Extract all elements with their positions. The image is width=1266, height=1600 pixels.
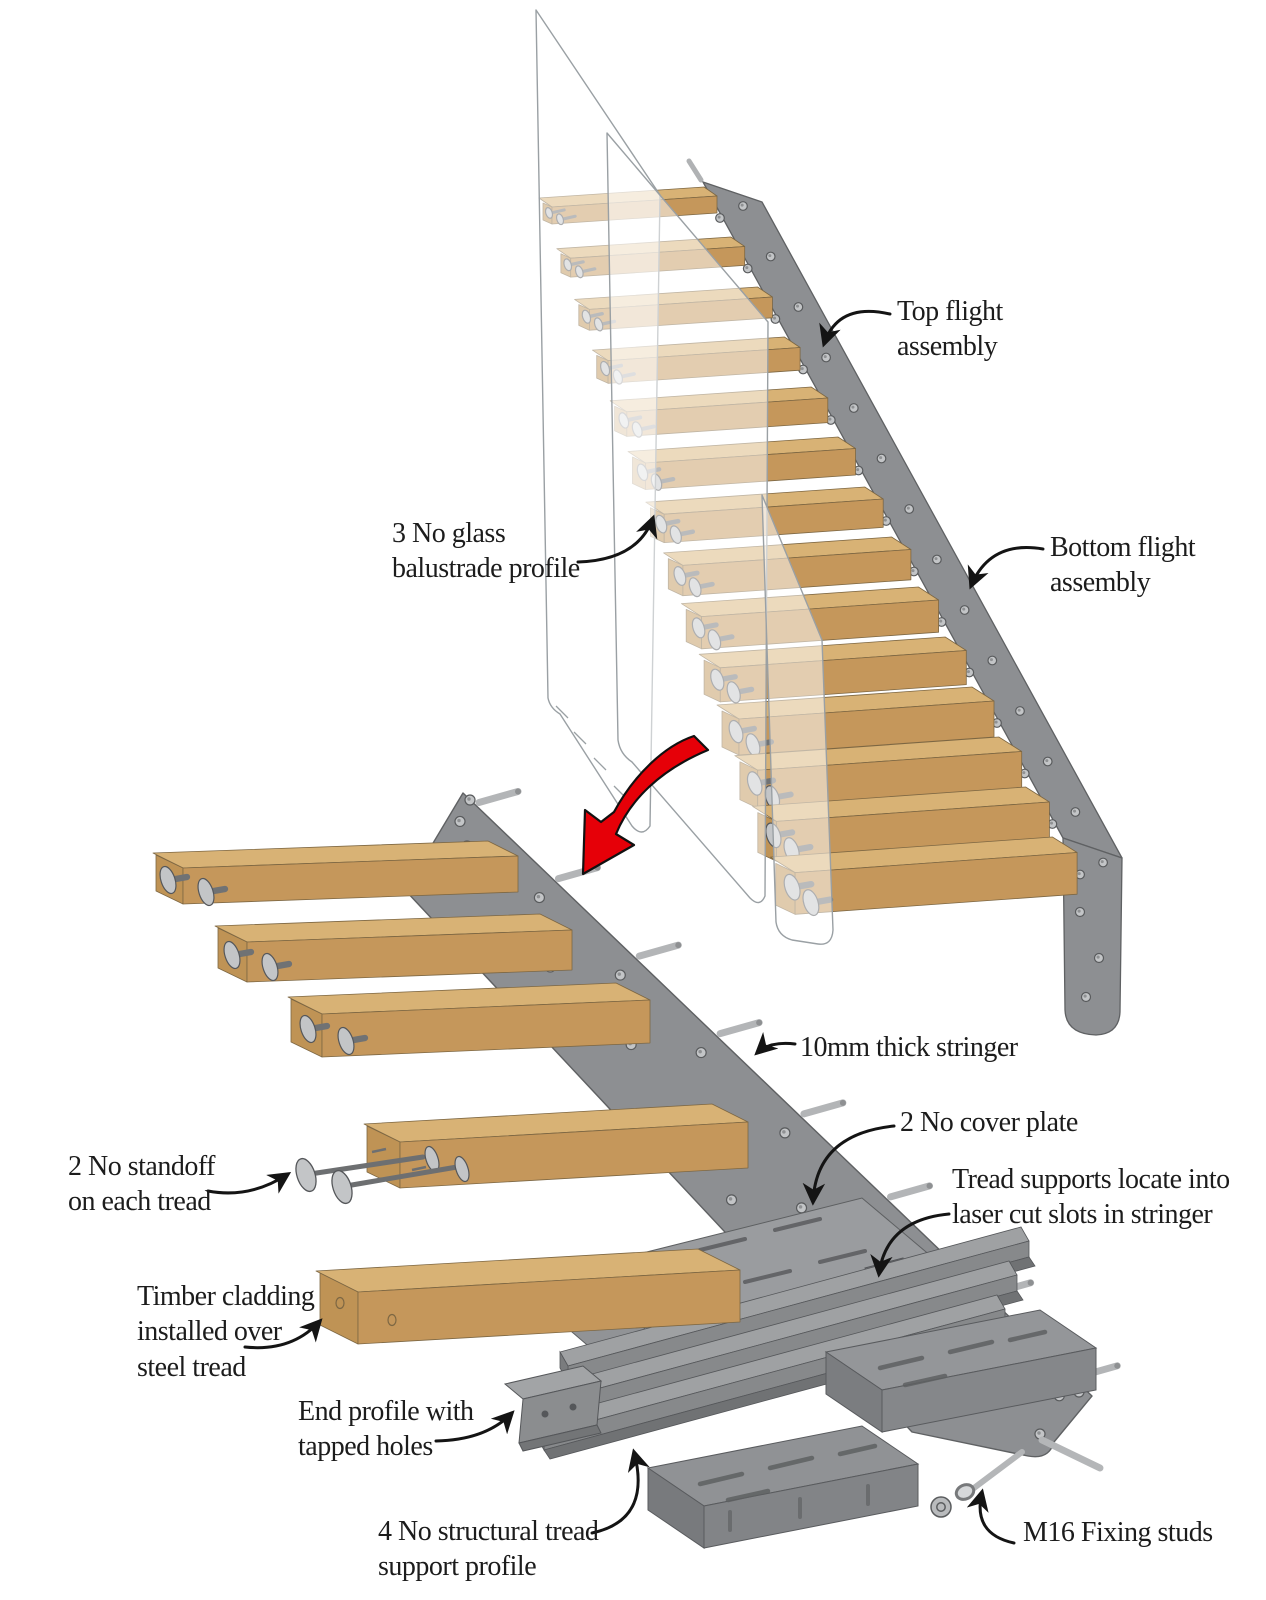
leader-stringer xyxy=(754,1032,797,1056)
m16-stud xyxy=(971,1449,1025,1491)
m16-stud xyxy=(1038,1436,1104,1472)
stringer-foot xyxy=(1062,837,1123,1036)
steel-tread xyxy=(646,1425,920,1549)
end-profile-lip xyxy=(518,1424,602,1452)
glass-balustrade xyxy=(535,9,834,945)
leader-end-profile xyxy=(434,1410,515,1443)
wood-tread xyxy=(287,982,651,1058)
glass-panel xyxy=(606,132,769,904)
label-cover-plate: 2 No cover plate xyxy=(900,1107,1078,1138)
label-end-profile: End profile with tapped holes xyxy=(298,1396,474,1463)
leader-cover-plate xyxy=(802,1124,896,1206)
leader-bottom-flight xyxy=(967,546,1045,590)
wood-tread xyxy=(363,1103,749,1189)
label-structural-tread: 4 No structural tread support profile xyxy=(378,1516,599,1583)
balustrade-stud xyxy=(686,158,704,183)
leader-arrows xyxy=(206,309,1045,1545)
leader-glass-balustrade xyxy=(576,514,658,564)
stringer-bolts xyxy=(715,201,1108,1003)
steel-tread xyxy=(824,1309,1098,1433)
leader-top-flight xyxy=(819,309,892,348)
glass-panel xyxy=(761,494,834,945)
steel-tread-slots xyxy=(697,1443,878,1503)
top-flight-illustration xyxy=(535,9,1123,1036)
steel-tread-slots xyxy=(877,1329,1048,1388)
label-timber-cladding: Timber cladding installed over steel tre… xyxy=(137,1281,315,1383)
glass-edge-hatching xyxy=(555,705,627,799)
label-tread-supports: Tread supports locate into laser cut slo… xyxy=(952,1164,1230,1231)
wood-tread xyxy=(214,913,573,983)
wood-tread xyxy=(315,1248,741,1345)
red-transfer-arrow xyxy=(581,734,710,876)
bottom-flight-illustration xyxy=(152,787,1121,1549)
wood-tread xyxy=(152,840,519,907)
leader-m16 xyxy=(966,1488,1016,1545)
label-bottom-flight-assembly: Bottom flight assembly xyxy=(1050,532,1196,599)
leader-structural-tread xyxy=(590,1448,650,1535)
washer xyxy=(954,1483,976,1501)
label-stringer: 10mm thick stringer xyxy=(800,1032,1018,1063)
nut xyxy=(930,1496,952,1518)
steel-tread-front xyxy=(881,1347,1097,1433)
label-glass-balustrade: 3 No glass balustrade profile xyxy=(392,518,580,585)
leader-standoff xyxy=(206,1171,292,1195)
nut-hole xyxy=(936,1502,946,1512)
exploded-standoffs xyxy=(295,1145,470,1205)
label-top-flight-assembly: Top flight assembly xyxy=(897,296,1003,363)
label-m16: M16 Fixing studs xyxy=(1023,1517,1213,1548)
leader-timber-cladding xyxy=(243,1318,323,1350)
steel-tread-front-slots xyxy=(728,1484,870,1532)
leader-tread-supports xyxy=(870,1212,951,1278)
end-profile xyxy=(503,1365,603,1452)
tapped-hole xyxy=(541,1410,549,1418)
tapped-hole xyxy=(569,1403,577,1411)
bottom-flight-treads xyxy=(152,840,749,1345)
steel-tread-front xyxy=(703,1463,919,1549)
label-standoff: 2 No standoff on each tread xyxy=(68,1151,215,1218)
